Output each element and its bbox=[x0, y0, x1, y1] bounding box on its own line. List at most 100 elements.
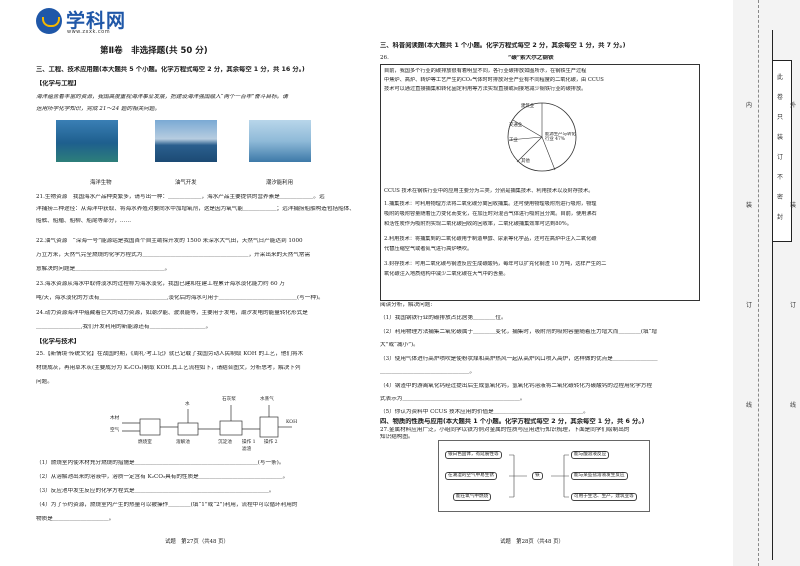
q26-sub-5: ＿＿＿＿＿＿＿＿＿＿＿＿＿＿＿＿。 bbox=[380, 369, 476, 375]
pie-label-industry: 工业 bbox=[509, 138, 518, 143]
pie-label-transport: 交通业 bbox=[509, 123, 523, 128]
process-flow-svg bbox=[122, 405, 292, 438]
inner-label-2: 装 bbox=[746, 202, 753, 209]
pie-label-other: 其他 bbox=[521, 159, 530, 164]
caption-oil: 油气开发 bbox=[175, 180, 197, 186]
flow-label-residue: 滤渣 bbox=[242, 447, 252, 452]
footer-left: 试题 第27页（共48 页） bbox=[165, 539, 229, 545]
reading2-line-4: 和活性炭作为吸附剂实现二氧化碳回收的回收率，二氧化碳捕集效率可达到80%。 bbox=[384, 221, 572, 227]
q25-line-1: 25.【新情境·传统文化】在战国时期，《周礼·考工记》就已记载了我国劳动人民制取… bbox=[36, 351, 304, 357]
logo-icon bbox=[36, 8, 62, 34]
footer-right: 试题 第28页（共48 页） bbox=[500, 539, 564, 545]
seal-char-2: 卷 bbox=[777, 94, 784, 101]
mm-right-1: 能与酸溶液反应 bbox=[571, 451, 610, 459]
reading-line-1: 目前，我国多个行业的碳排放很有着明显不同，各行业碳排放如图所示，在钢铁生产过程 bbox=[384, 68, 587, 74]
seal-char-5: 订 bbox=[777, 154, 784, 161]
q27-line-1: 27.金属材料应用广泛，小组同学以铁为例对金属的性质与应用进行知识梳理，下面是同… bbox=[380, 427, 630, 433]
q22-line-1: 22.油气资源 “深海一号”能源站是我国首个自主勘探开发的 1500 米深水大气… bbox=[36, 238, 303, 244]
mm-left-1: 银白色固体，有延展性等 bbox=[445, 451, 502, 459]
q26-sub-2: （2）利用物理方法捕集二氧化碳属于＿＿＿＿变化，捕集时，吸附剂的吸附容量随着压力… bbox=[380, 329, 658, 335]
outer-label-3: 订 bbox=[790, 302, 797, 309]
seal-char-1: 此 bbox=[777, 74, 784, 81]
seal-box bbox=[772, 60, 792, 242]
q25-sub-5: 物质是＿＿＿＿＿＿＿＿＿＿。 bbox=[36, 516, 115, 522]
q26-sub-4: （3）使用气体进行高炉喷吹是使粉状煤和高炉热风一起从高炉风口喷入高炉，这样做的优… bbox=[380, 356, 658, 362]
flow-label-op1: 操作 1 bbox=[242, 440, 256, 445]
flow-label-lime: 石灰浆 bbox=[222, 397, 236, 402]
seal-char-8: 封 bbox=[777, 214, 784, 221]
q25-line-3: 问题。 bbox=[36, 379, 53, 385]
q26-sub-3: 大”或“减小”)。 bbox=[380, 342, 419, 348]
reading-line-3: 技术可以通过直接捕集和转化固定利用等方法实现直接或间接地减少钢铁行业的碳排放。 bbox=[384, 86, 587, 92]
logo-text: 学科网 bbox=[66, 9, 127, 32]
mm-left-3: 能在氧气中燃烧 bbox=[453, 493, 492, 501]
reading2-line-8: 氧化碳注入地质结构中减少二氧化碳在大气中的含量。 bbox=[384, 271, 509, 277]
q21-line-3: 船舷、船艏、船柳、船尾等部分，…… bbox=[36, 218, 132, 224]
mind-map-lines bbox=[509, 454, 569, 498]
inner-label-1: 内 bbox=[746, 102, 753, 109]
reading2-line-2: 1.捕集技术：可利用物理方法将二氧化碳分离回收捕集。还可使用物理吸附剂进行吸附，… bbox=[384, 201, 597, 207]
dissolving-pool-shape bbox=[177, 422, 199, 436]
seal-char-3: 只 bbox=[777, 114, 784, 121]
seal-char-6: 不 bbox=[777, 174, 784, 181]
block1-tag: 【化学与工程】 bbox=[36, 80, 81, 87]
q26-sub-1: （1）我国钢铁行业的碳排放占比居第＿＿＿＿位。 bbox=[380, 315, 507, 321]
furnace-shape bbox=[139, 418, 161, 436]
inner-label-3: 订 bbox=[746, 302, 753, 309]
pie-label-energy: 能源生产与转化行业 47% bbox=[545, 132, 576, 142]
q24-line-1: 24.动力资源海洋中蕴藏着巨大的动力资源，如潮汐能、波浪能等，主要用于发电，潮汐… bbox=[36, 310, 308, 316]
q24-line-2: ＿＿＿＿＿＿＿＿,我们开发利用的新能源还有＿＿＿＿＿＿＿＿＿＿。 bbox=[36, 324, 212, 330]
oil-gas-photo bbox=[155, 120, 217, 162]
q26-intro: 阅读分析，解决问题: bbox=[380, 302, 433, 308]
binding-dashed-line bbox=[742, 0, 759, 566]
pie-label-building: 建筑业 bbox=[521, 104, 535, 109]
block2-tag: 【化学与技术】 bbox=[36, 338, 81, 345]
q26-sub-6: （4）钢渣中的游离氧化钙经过提出后生成氢氧化钙，氢氧化钙溶液将二氧化碳转化为碳酸… bbox=[380, 383, 653, 389]
q22-line-3: 意解决的问题是＿＿＿＿＿＿＿＿＿＿＿＿＿＿＿＿。 bbox=[36, 266, 171, 272]
q25-sub-1: （1）燃烧室内使木材充分燃烧的措施是＿＿＿＿＿＿＿＿＿＿＿＿＿＿＿＿＿＿＿＿＿＿… bbox=[36, 460, 285, 466]
logo: 学科网 bbox=[36, 8, 126, 34]
q23-line-2: 吨/天，海水淡化的方法有＿＿＿＿＿＿＿＿＿＿＿＿,淡化后的海水可用于＿＿＿＿＿＿… bbox=[36, 295, 324, 301]
reading2-line-1: CCUS 技术在钢铁行业中的应用主要分为三类，分别是捕集技术、利用技术以及封存技… bbox=[384, 188, 594, 194]
flow-label-water: 水 bbox=[185, 402, 190, 407]
intro-line-1: 海洋蕴含着丰富的资源，我国高度重视海洋事业发展，把建设海洋强国融入“两个一百年”… bbox=[36, 94, 288, 100]
part4-title: 四、物质的性质与应用(本大题共 1 个小题。化学方程式每空 2 分，其余每空 1… bbox=[380, 418, 645, 425]
q26-sub-8: （5）你认为资料中 CCUS 技术应用的价值是＿＿＿＿＿＿＿＿＿＿＿＿＿＿＿＿。 bbox=[380, 409, 589, 415]
reading-line-2: 中焦炉、高炉、转炉等工艺产生的CO₂气体时时排放对全产业有不同程度的二氧化碳，由… bbox=[384, 77, 604, 83]
q21-line-1: 21.生物资源 我国海水产品种类繁多，请写出一种：＿＿＿＿＿＿，海水产品主要提供… bbox=[36, 194, 325, 200]
reading-title: “碳”索大尔之钢铁 bbox=[508, 55, 554, 61]
process-flow-diagram: 木材 空气 燃烧室 溶解池 石灰浆 水 沉淀池 操作 1 操作 2 水蒸气 KO… bbox=[110, 393, 300, 453]
intro-line-2: 运用所学化学知识，完成 21～24 题的相关问题。 bbox=[36, 106, 161, 112]
iron-mind-map: 银白色固体，有延展性等 在潮湿的空气中易生锈 能在氧气中燃烧 铁 能与酸溶液反应… bbox=[438, 440, 650, 512]
q27-line-2: 知识结构图。 bbox=[380, 434, 414, 440]
flow-label-furnace: 燃烧室 bbox=[138, 440, 152, 445]
outer-label-2: 装 bbox=[790, 202, 797, 209]
reading2-line-3: 吸附的吸附容量随着压力变化而变化，在加压时对混合气体进行吸附且分离。目前，使用沸… bbox=[384, 211, 597, 217]
marine-life-photo bbox=[56, 120, 118, 162]
q26-sub-7: 式表示为＿＿＿＿＿＿＿＿＿＿＿＿＿＿＿＿＿＿＿＿＿。 bbox=[380, 396, 526, 402]
flow-label-air: 空气 bbox=[110, 428, 120, 433]
q22-line-2: 万立方米，天然气完全燃烧的化学方程式为＿＿＿＿＿＿＿＿＿＿＿＿＿＿＿＿＿＿＿，开… bbox=[36, 252, 311, 258]
mm-left-2: 在潮湿的空气中易生锈 bbox=[445, 472, 497, 480]
caption-tidal: 潮汐能利用 bbox=[266, 180, 293, 186]
seal-char-4: 装 bbox=[777, 134, 784, 141]
reading-box bbox=[380, 64, 700, 301]
q25-sub-3: （3）反应池中发生反应的化学方程式是＿＿＿＿＿＿＿＿＿＿＿＿＿＿＿＿＿＿＿＿＿＿… bbox=[36, 488, 275, 494]
inner-label-4: 线 bbox=[746, 402, 753, 409]
outer-label-1: 外 bbox=[790, 102, 797, 109]
flow-label-dissolve: 溶解池 bbox=[176, 440, 190, 445]
flow-label-steam: 水蒸气 bbox=[260, 397, 274, 402]
flow-label-op2: 操作 2 bbox=[264, 440, 278, 445]
caption-marine: 海洋生物 bbox=[90, 180, 112, 186]
reading2-line-5: 2.利用技术：将捕集到的二氧化碳用于制造甲醇、尿素等化学品，还可在高炉中注入二氧… bbox=[384, 236, 597, 242]
evaporator-shape bbox=[259, 416, 279, 438]
q26-number: 26. bbox=[380, 55, 389, 61]
q25-sub-4: （4）为了节约资源，燃烧室内产生的热量可以被操作＿＿＿＿(填“1”或“2”)利用… bbox=[36, 502, 298, 508]
q25-line-2: 材烧成灰，再用草木灰(主要成分为 K₂CO₃)制取 KOH.其工艺流程如下，请结… bbox=[36, 365, 301, 371]
outer-label-4: 线 bbox=[790, 402, 797, 409]
mm-center: 铁 bbox=[532, 472, 543, 480]
reading2-line-7: 3.封存技术：可用二氧化碳与钢渣反应生成碳酸钙，每年可以扩充化钢渣 10 万吨，… bbox=[384, 261, 607, 267]
reading2-line-6: 代替压缩空气或者氮气进行高炉喷吹。 bbox=[384, 246, 473, 252]
section-title: 第Ⅱ卷 非选择题(共 50 分) bbox=[100, 46, 208, 56]
